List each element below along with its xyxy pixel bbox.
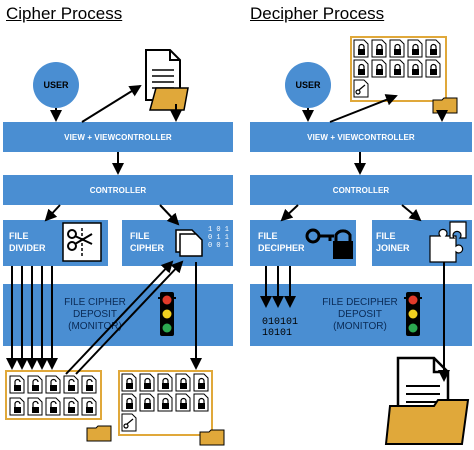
decipher-bits-line1: 010101 bbox=[262, 317, 299, 328]
traffic-light-icon-left bbox=[158, 292, 176, 336]
user-node-left: USER bbox=[33, 62, 79, 108]
scissors-icon bbox=[62, 222, 102, 262]
user-label-right: USER bbox=[295, 80, 321, 90]
file-cipher-label-1: FILE bbox=[130, 231, 150, 241]
decipher-process-title: Decipher Process bbox=[250, 4, 385, 23]
document-folder-icon-left bbox=[145, 49, 189, 111]
file-decipher-label-1: FILE bbox=[258, 231, 278, 241]
cipher-process-title: Cipher Process bbox=[6, 4, 123, 23]
file-joiner-label-2: JOINER bbox=[376, 243, 410, 253]
view-viewcontroller-bar-left: VIEW + VIEWCONTROLLER bbox=[3, 122, 233, 152]
file-decipher-deposit-label: FILE DECIPHER DEPOSIT (MONITOR) bbox=[300, 293, 420, 337]
puzzle-icon bbox=[429, 221, 467, 263]
file-joiner-label-1: FILE bbox=[376, 231, 396, 241]
folder-icon-left-1 bbox=[86, 425, 112, 442]
view-viewcontroller-bar-right: VIEW + VIEWCONTROLLER bbox=[250, 122, 472, 152]
deposit-label-line1-right: FILE DECIPHER bbox=[322, 297, 398, 308]
arrow-view-to-document-left bbox=[81, 84, 142, 123]
controller-bar-right: CONTROLLER bbox=[250, 175, 472, 205]
decipher-bits-line2: 10101 bbox=[262, 328, 293, 339]
arrow-controller-to-divider bbox=[44, 204, 61, 222]
key-padlock-icon bbox=[305, 228, 353, 259]
file-divider-label-1: FILE bbox=[9, 231, 29, 241]
decipher-bits: 010101 10101 bbox=[262, 317, 298, 339]
file-decipher-label-2: DECIPHER bbox=[258, 243, 305, 253]
file-cipher-label-2: CIPHER bbox=[130, 243, 165, 253]
traffic-light-icon-right bbox=[404, 292, 422, 336]
controller-bar-left: CONTROLLER bbox=[3, 175, 233, 205]
folder-icon-right-1 bbox=[432, 97, 458, 114]
deposit-label-line3-right: (MONITOR) bbox=[333, 321, 387, 332]
arrow-controller-to-joiner bbox=[401, 204, 422, 222]
folder-icon-left-2 bbox=[199, 429, 225, 446]
file-cipher-deposit-label: FILE CIPHER DEPOSIT (MONITOR) bbox=[40, 293, 150, 337]
cipher-files-icon bbox=[175, 229, 203, 257]
divided-files-folder bbox=[5, 370, 102, 420]
cipher-bits: 1 0 1 0 1 1 0 0 1 bbox=[208, 226, 230, 250]
user-node-right: USER bbox=[285, 62, 331, 108]
ciphered-files-folder bbox=[118, 370, 213, 436]
file-divider-label-2: DIVIDER bbox=[9, 243, 46, 253]
deposit-label-line2-right: DEPOSIT bbox=[338, 309, 382, 320]
deposit-label-line3-left: (MONITOR) bbox=[68, 321, 122, 332]
arrow-controller-to-decipher bbox=[280, 204, 299, 222]
user-label-left: USER bbox=[43, 80, 69, 90]
document-folder-icon-right bbox=[384, 356, 470, 445]
file-decipher-deposit-block bbox=[250, 284, 472, 346]
encrypted-files-folder bbox=[350, 36, 447, 102]
deposit-label-line1-left: FILE CIPHER bbox=[64, 297, 126, 308]
deposit-label-line2-left: DEPOSIT bbox=[73, 309, 117, 320]
